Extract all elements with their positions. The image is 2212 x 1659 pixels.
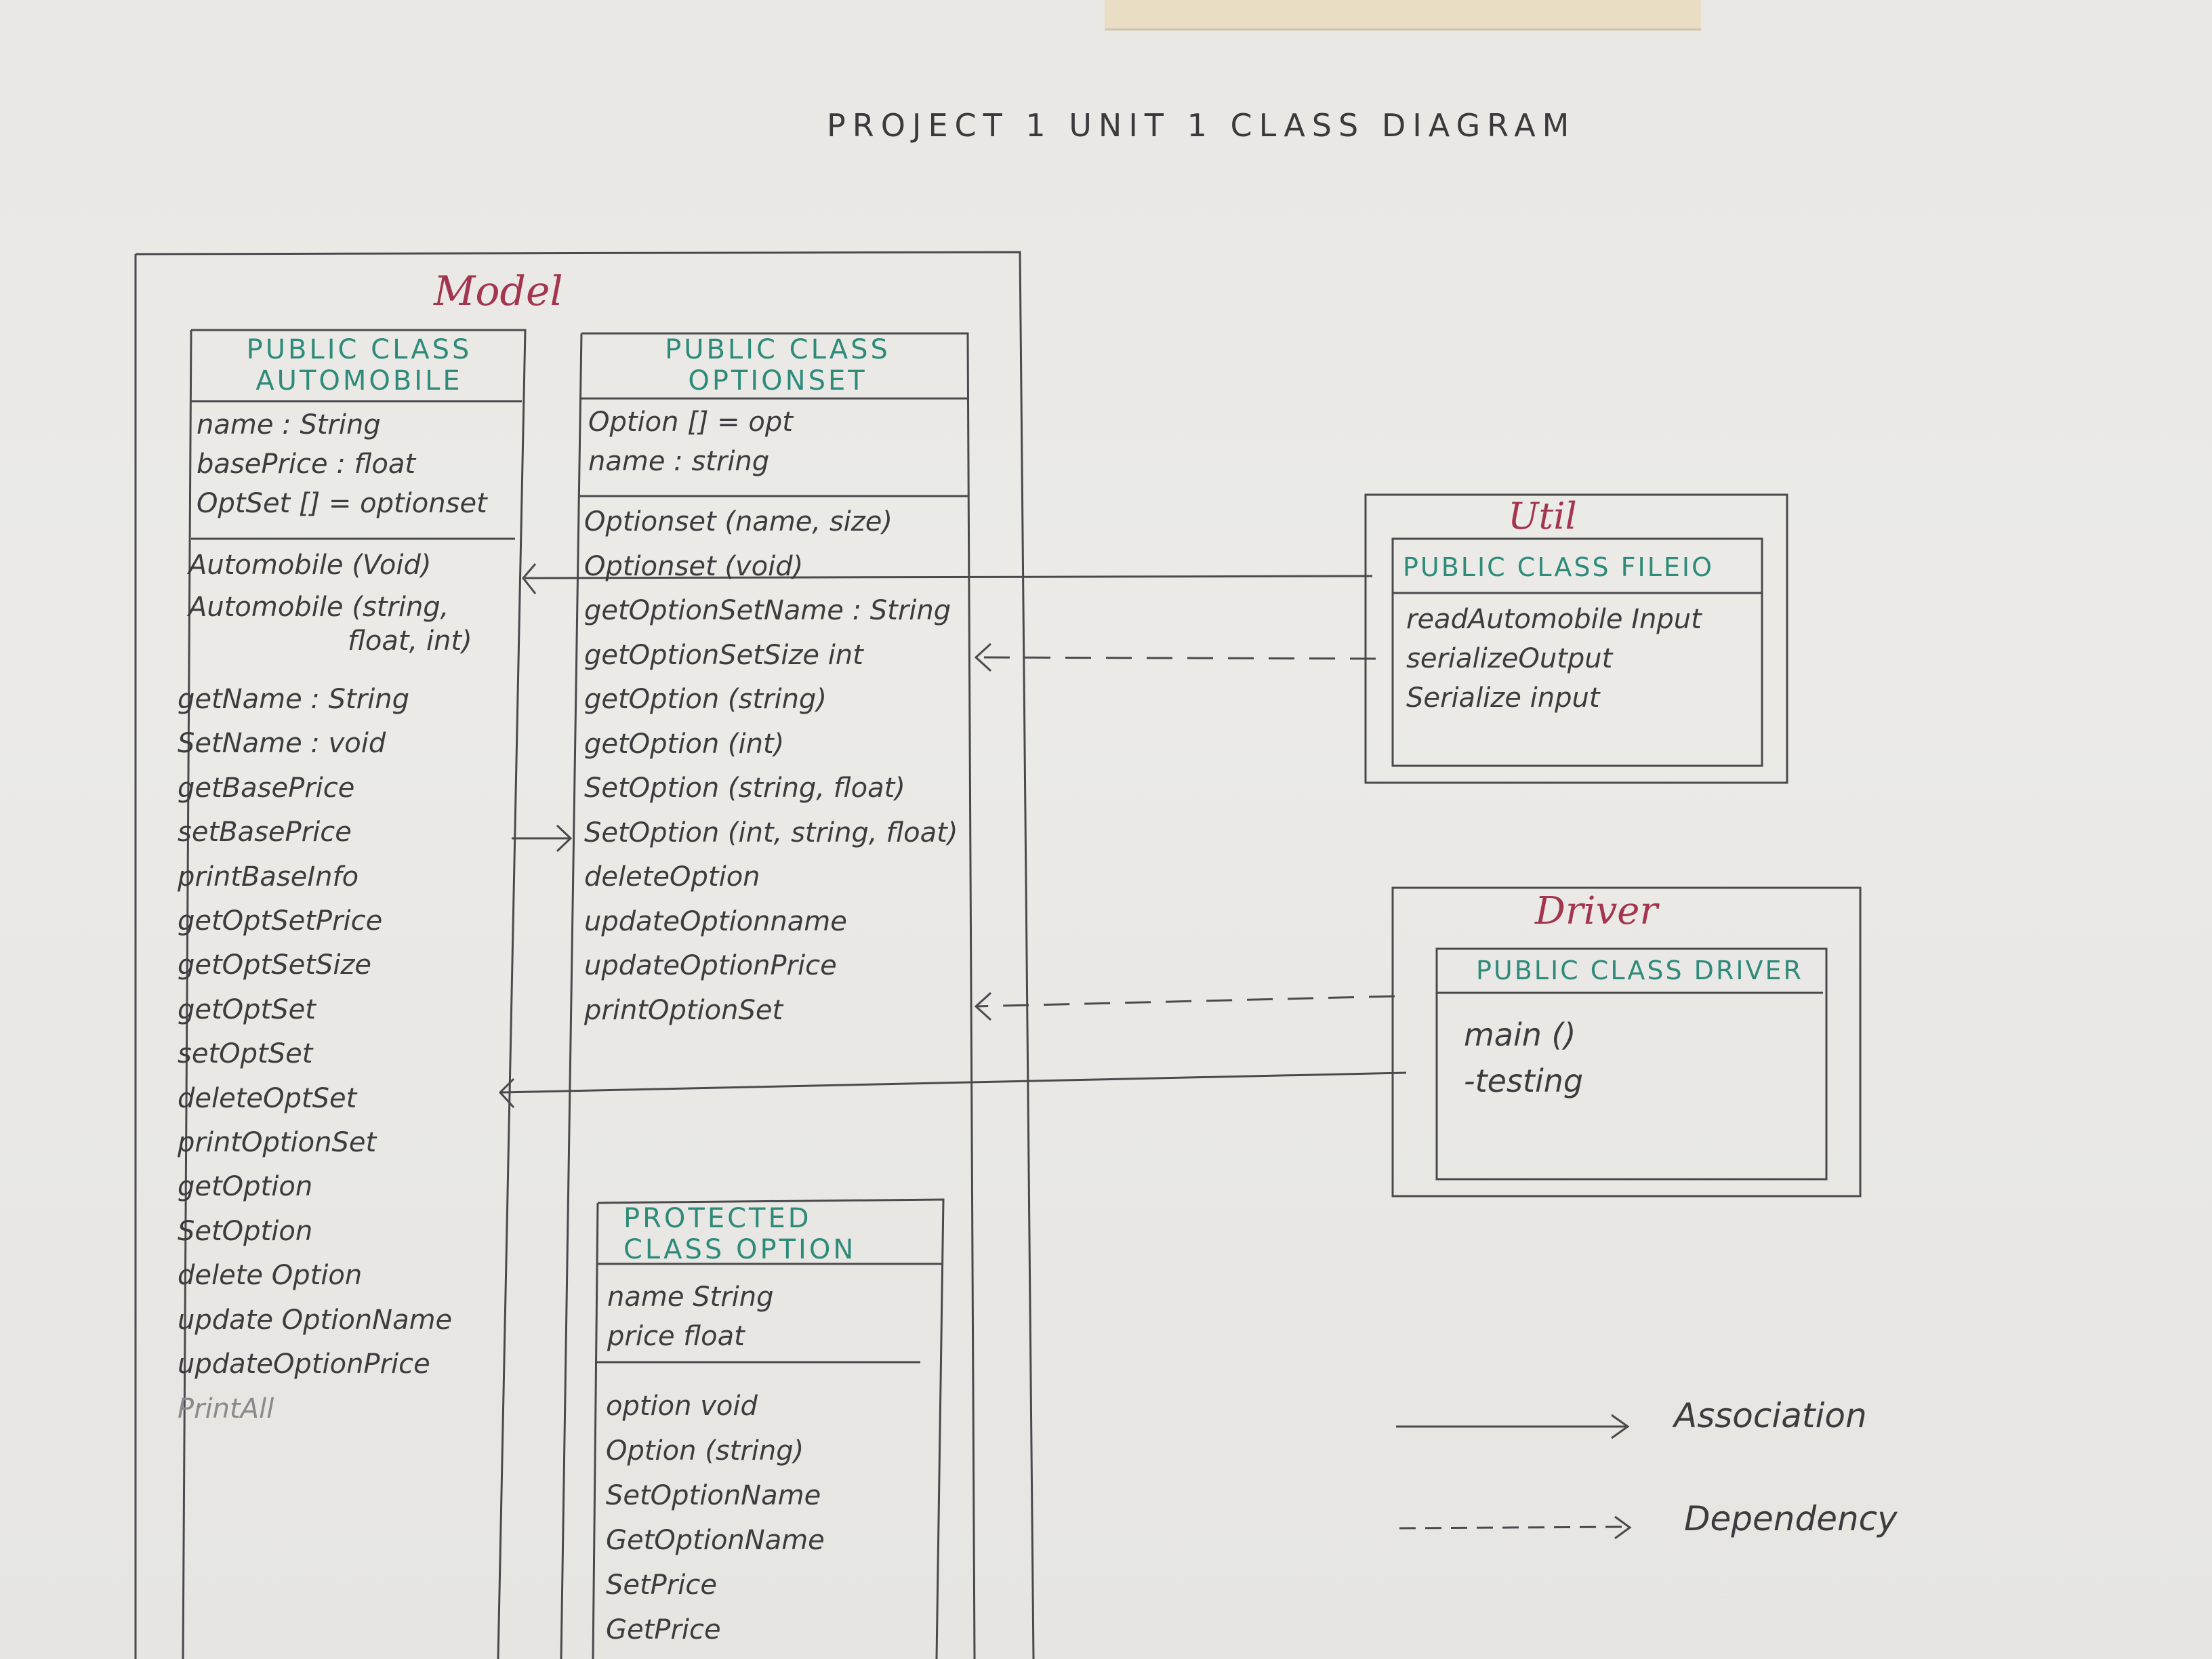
automobile-constructor-args: Automobile (string, [188,592,449,623]
automobile-method: getOptSetSize [178,949,372,981]
driver-package-box [1391,886,1862,1197]
automobile-constructor-args-cont: float, int) [348,626,472,657]
option-method: option void [606,1391,758,1422]
optionset-method: SetOption (int, string, float) [584,817,958,848]
optionset-methods: Optionset (name, size) Optionset (void) … [584,500,958,1033]
optionset-method: Optionset (void) [584,550,804,582]
optionset-method: printOptionSet [584,994,783,1026]
option-method: GetOptionName [606,1525,825,1556]
driver-to-optionset-dependency [975,995,1395,1008]
driver-methods: main () -testing [1464,1012,1583,1104]
option-methods: option void Option (string) SetOptionNam… [606,1384,825,1652]
fileio-method: readAutomobile Input [1406,604,1702,635]
driver-method-main: main () [1464,1017,1576,1053]
diagram-title: PROJECT 1 UNIT 1 CLASS DIAGRAM [827,107,1576,144]
tape-strip [1105,0,1701,30]
automobile-header-line-2: AUTOMOBILE [255,365,463,396]
optionset-method: updateOptionPrice [584,950,837,981]
automobile-method: getOptSetPrice [178,905,383,937]
automobile-method: deleteOptSet [178,1082,357,1114]
optionset-method: Optionset (name, size) [584,506,893,537]
optionset-method: getOptionSetSize int [584,639,863,671]
automobile-method: SetName : void [178,728,386,760]
automobile-method: getOptSet [178,994,316,1025]
automobile-method: setOptSet [178,1038,313,1070]
model-package-box [134,251,1035,1659]
optionset-class-box [560,332,976,1659]
fileio-method: serializeOutput [1406,643,1613,674]
driver-class-box [1435,947,1828,1181]
automobile-method: update OptionName [178,1304,453,1336]
automobile-method: getBasePrice [178,772,355,804]
optionset-attr-name: name : string [588,446,770,477]
optionset-method: SetOption (string, float) [584,773,905,804]
legend-association-label: Association [1674,1396,1867,1435]
automobile-constructors: Automobile (Void) Automobile (string, fl… [188,544,472,662]
automobile-attr-optset: OptSet [] = optionset [197,488,487,519]
automobile-method: printBaseInfo [178,861,359,893]
driver-to-automobile-association [501,1071,1407,1094]
driver-method-testing: -testing [1464,1063,1584,1099]
automobile-header-line-1: PUBLIC CLASS [246,334,472,365]
automobile-method: PrintAll [178,1393,274,1425]
option-attr-name: name String [607,1282,774,1313]
automobile-attr-name: name : String [197,409,381,441]
automobile-method: getName : String [178,684,409,715]
option-method: GetPrice [606,1614,721,1645]
automobile-attributes: name : String basePrice : float OptSet [… [197,405,487,523]
option-class-header: PROTECTED CLASS OPTION [603,1203,935,1265]
optionset-method: getOption (string) [584,684,827,715]
automobile-class-header: PUBLIC CLASS AUTOMOBILE [203,334,515,396]
option-method: Option (string) [606,1435,804,1467]
optionset-attr-opt: Option [] = opt [588,407,793,438]
option-method: SetPrice [606,1570,717,1601]
optionset-header-line-1: PUBLIC CLASS [665,334,890,365]
driver-package-label: Driver [1535,889,1658,933]
fileio-method: Serialize input [1406,682,1600,714]
optionset-header-line-2: OPTIONSET [688,365,867,396]
automobile-attr-baseprice: basePrice : float [197,449,416,480]
option-header-line-2: CLASS OPTION [623,1234,857,1265]
option-attributes: name String price float [607,1277,774,1356]
legend-dependency-line [1399,1525,1624,1530]
fileio-class-header: PUBLIC CLASS FILEIO [1403,552,1715,582]
optionset-class-header: PUBLIC CLASS OPTIONSET [593,334,962,396]
automobile-method: printOptionSet [178,1127,377,1159]
automobile-method: updateOptionPrice [178,1349,430,1380]
option-header-line-1: PROTECTED [623,1203,812,1234]
option-method: SetOptionName [606,1480,821,1511]
optionset-method: getOptionSetName : String [584,595,951,626]
optionset-method: getOption (int) [584,728,785,760]
automobile-class-box [182,329,527,1659]
model-package-label: Model [434,268,563,315]
fileio-class-box [1391,537,1763,767]
fileio-to-automobile-association [525,575,1373,579]
automobile-constructor-void: Automobile (Void) [188,550,432,581]
fileio-methods: readAutomobile Input serializeOutput Ser… [1406,600,1702,718]
option-class-box [592,1198,945,1659]
optionset-method: updateOptionname [584,905,847,937]
optionset-method: deleteOption [584,861,760,893]
util-package-label: Util [1508,495,1577,537]
driver-class-header: PUBLIC CLASS DRIVER [1476,956,1803,985]
automobile-methods: getName : String SetName : void getBaseP… [178,678,452,1431]
automobile-method: SetOption [178,1215,313,1247]
option-attr-price: price float [607,1321,745,1352]
fileio-to-optionset-dependency [975,656,1376,660]
legend-dependency-label: Dependency [1684,1499,1898,1538]
automobile-method: setBasePrice [178,817,352,848]
util-package-box [1364,493,1788,784]
optionset-attributes: Option [] = opt name : string [588,403,793,481]
automobile-method: getOption [178,1171,313,1203]
automobile-method: delete Option [178,1260,363,1292]
